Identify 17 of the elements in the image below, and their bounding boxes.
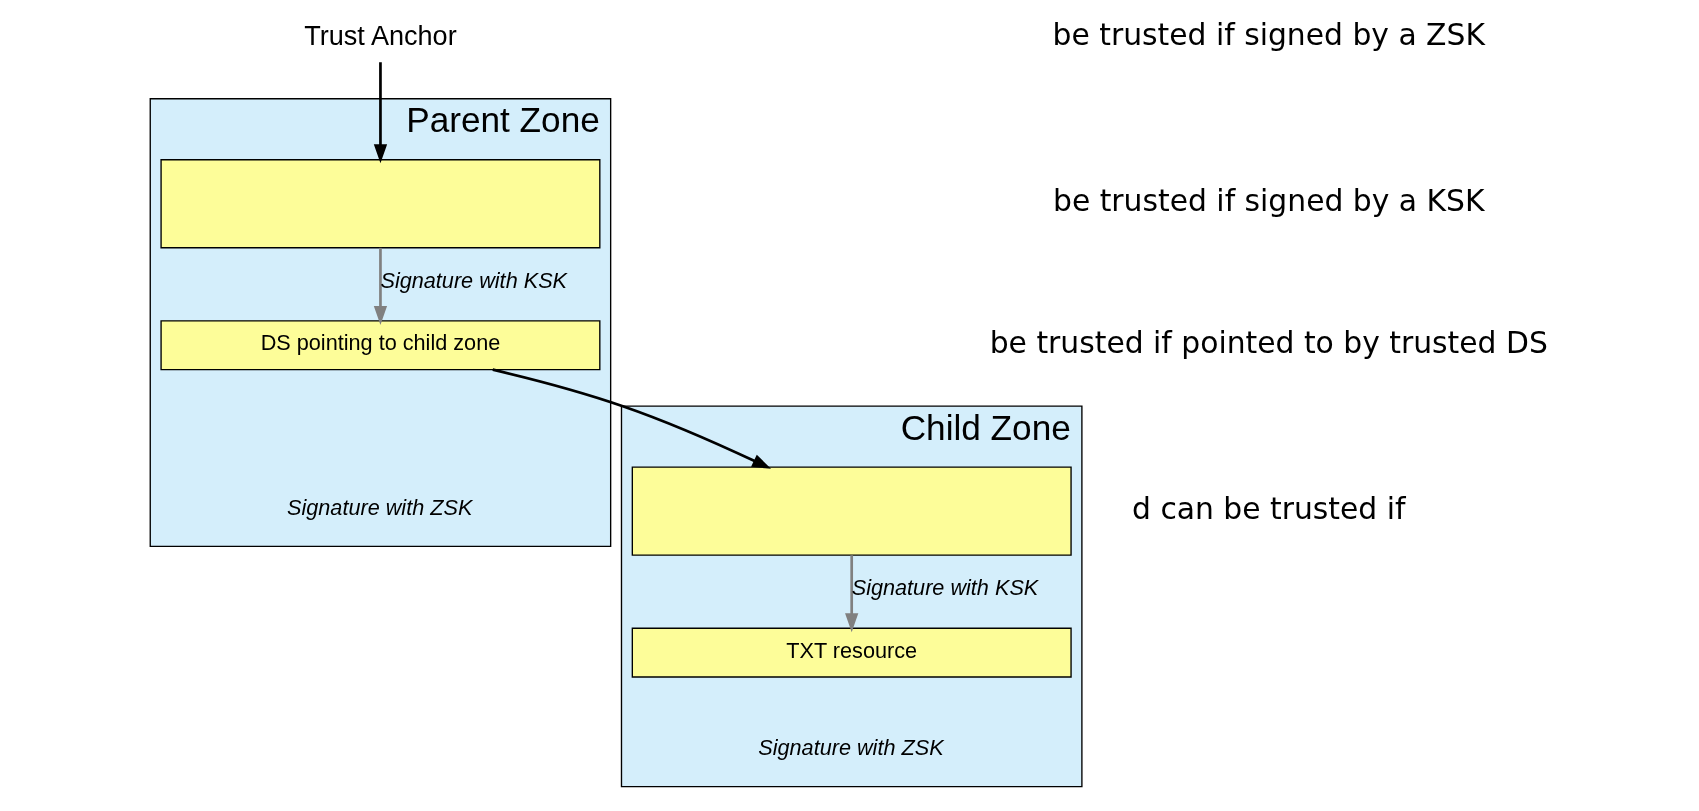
arrow [373,62,387,164]
label: d can be trusted if [1131,490,1406,526]
edge-label: Signature with KSK [379,268,567,294]
edge-label: Signature with KSK [851,575,1038,601]
arrow [373,247,387,325]
arrow [844,555,858,633]
arrow [491,368,771,469]
node-box: TXT resource [631,627,1072,678]
label: Signature with ZSK [286,494,472,520]
node-box: DS pointing to child zone [159,320,600,371]
label: be trusted if signed by a KSK [1052,183,1485,219]
node-box [631,466,1072,556]
label: be trusted if pointed to by trusted DS [989,324,1548,360]
label: Signature with ZSK [757,735,944,761]
node-text: Trust Anchor [303,19,457,51]
label: be trusted if signed by a ZSK [1052,17,1485,53]
node-box [159,159,600,249]
